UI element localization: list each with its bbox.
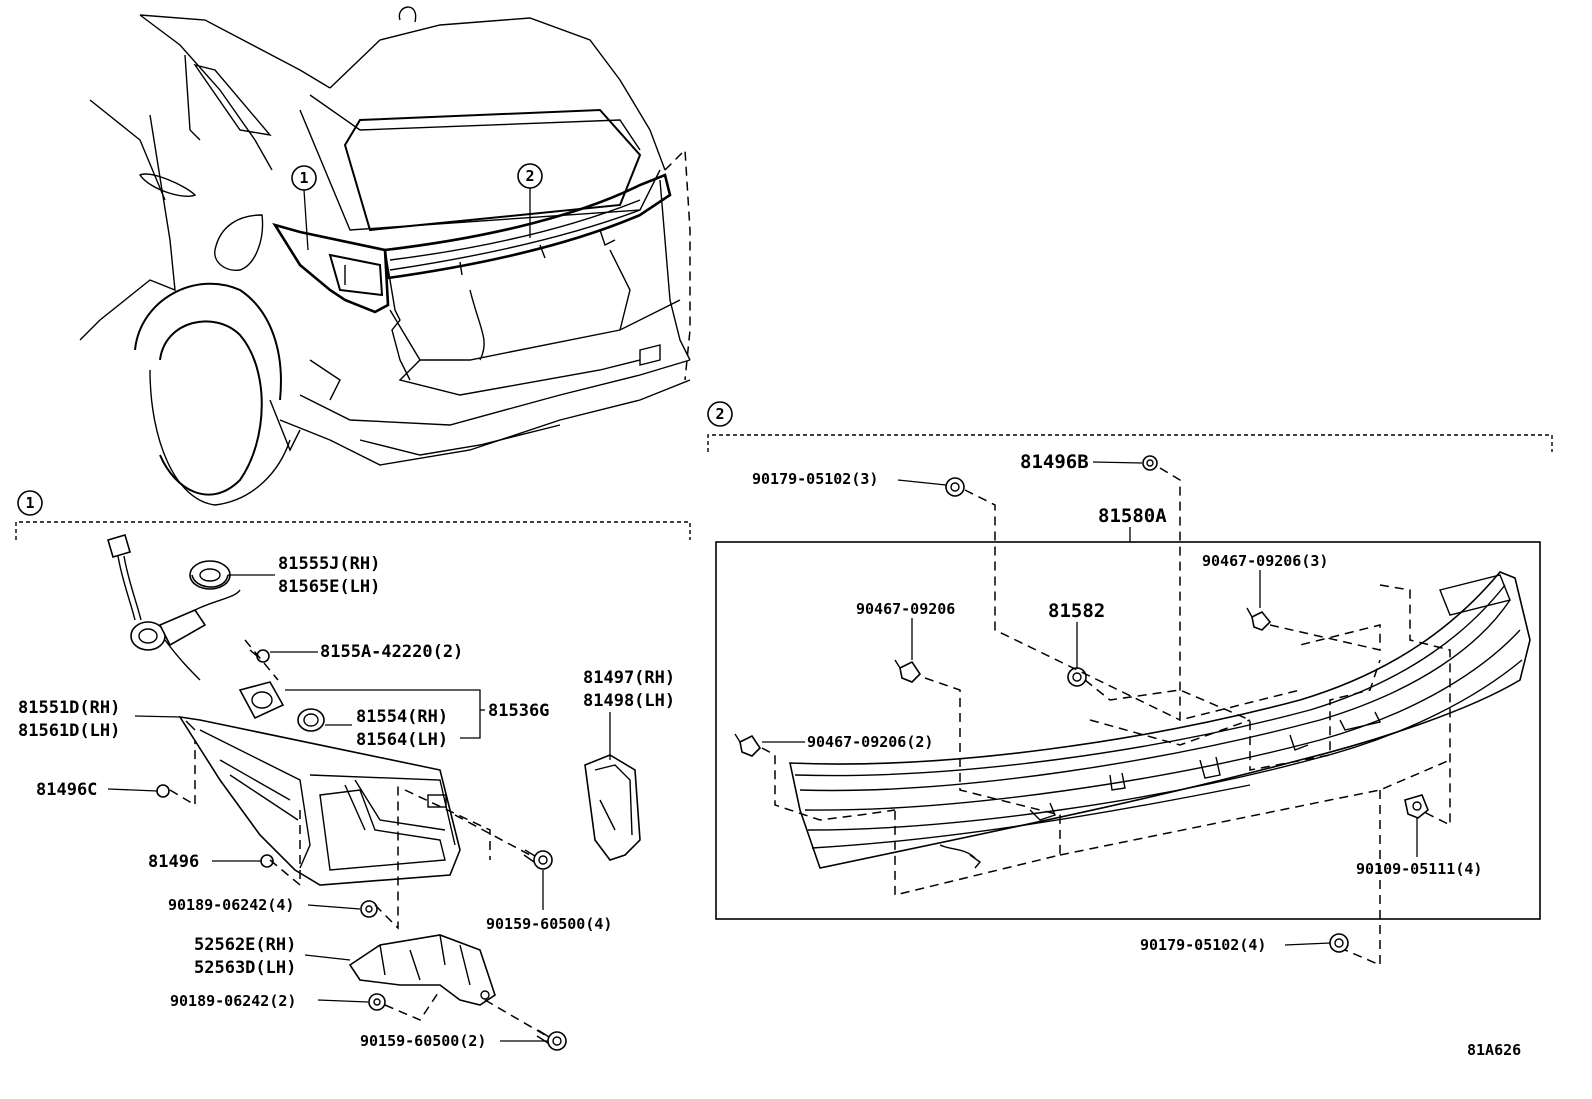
label-nut-90189-4: 90189-06242(4) — [168, 896, 294, 914]
clip-icon — [945, 477, 965, 497]
label-screw-90159-4: 90159-60500(4) — [486, 915, 612, 933]
label-reflector-rh: 81497(RH) — [583, 668, 675, 688]
socket-icon — [107, 534, 241, 681]
label-socket-rh: 81555J(RH) — [278, 554, 380, 574]
label-bulb-lh: 81564(LH) — [356, 730, 448, 750]
rivet-90467-3-icon — [1246, 607, 1272, 631]
label-seal-81582: 81582 — [1048, 600, 1105, 622]
label-bulb-rh: 81554(RH) — [356, 707, 448, 727]
label-rivet-90467-3: 90467-09206(3) — [1202, 552, 1328, 570]
vehicle-icon — [79, 6, 691, 506]
label-lamp-rh: 81551D(RH) — [18, 698, 120, 718]
label-clip-81496c: 81496C — [36, 780, 97, 800]
tail-lamp-icon — [178, 715, 461, 886]
label-socket-lh: 81565E(LH) — [278, 577, 380, 597]
section-two: 2 — [707, 401, 1553, 967]
diagram-code: 81A626 — [1467, 1041, 1521, 1059]
screw-90159-4-icon — [523, 849, 553, 870]
callout-one-text: 1 — [25, 494, 34, 512]
rivet-90467-icon — [894, 659, 922, 683]
callout-two-vehicle: 2 — [517, 163, 543, 238]
label-clip-81496: 81496 — [148, 852, 199, 872]
label-rivet-90467: 90467-09206 — [856, 600, 955, 618]
label-rivet-90467-2: 90467-09206(2) — [807, 733, 933, 751]
seal-81582-icon — [1067, 667, 1087, 687]
label-clip-90179-3: 90179-05102(3) — [752, 470, 878, 488]
clip-81496c-icon — [156, 784, 170, 798]
svg-text:1: 1 — [299, 169, 308, 187]
clip-90109-icon — [1404, 794, 1429, 819]
section-one: 1 — [15, 490, 691, 1051]
reflector-icon — [584, 754, 641, 861]
label-screw-90159-2: 90159-60500(2) — [360, 1032, 486, 1050]
section-one-bracket — [15, 521, 691, 540]
label-screw-8155a: 8155A-42220(2) — [320, 642, 463, 662]
bulb-icon — [238, 681, 325, 732]
section-two-bracket — [707, 434, 1553, 452]
screw-8155a-icon — [249, 649, 270, 663]
socket-81555j-icon — [189, 560, 231, 590]
label-clip-90179-4: 90179-05102(4) — [1140, 936, 1266, 954]
bolt-icon — [360, 900, 378, 918]
callout-two-section — [707, 401, 733, 427]
bracket-icon — [348, 934, 496, 1006]
label-bracket-rh: 52562E(RH) — [194, 935, 296, 955]
callout-one-section — [17, 490, 43, 516]
label-assy-81536g: 81536G — [488, 701, 549, 721]
svg-text:2: 2 — [525, 167, 534, 185]
garnish-frame — [715, 541, 1541, 920]
label-bracket-lh: 52563D(LH) — [194, 958, 296, 978]
clip-81496b-icon — [1142, 455, 1158, 471]
callout-one-vehicle: 1 — [291, 165, 317, 251]
label-garnish-81580a: 81580A — [1098, 505, 1167, 527]
label-nut-90189-2: 90189-06242(2) — [170, 992, 296, 1010]
label-clip-90109-4: 90109-05111(4) — [1356, 860, 1482, 878]
label-clip-81496b: 81496B — [1020, 451, 1089, 473]
label-lamp-lh: 81561D(LH) — [18, 721, 120, 741]
clip-90179-4-icon — [1329, 933, 1349, 953]
rivet-90467-2-icon — [734, 733, 762, 757]
callout-two-text: 2 — [715, 405, 724, 423]
label-reflector-lh: 81498(LH) — [583, 691, 675, 711]
nut-90189-2-icon — [368, 993, 386, 1011]
